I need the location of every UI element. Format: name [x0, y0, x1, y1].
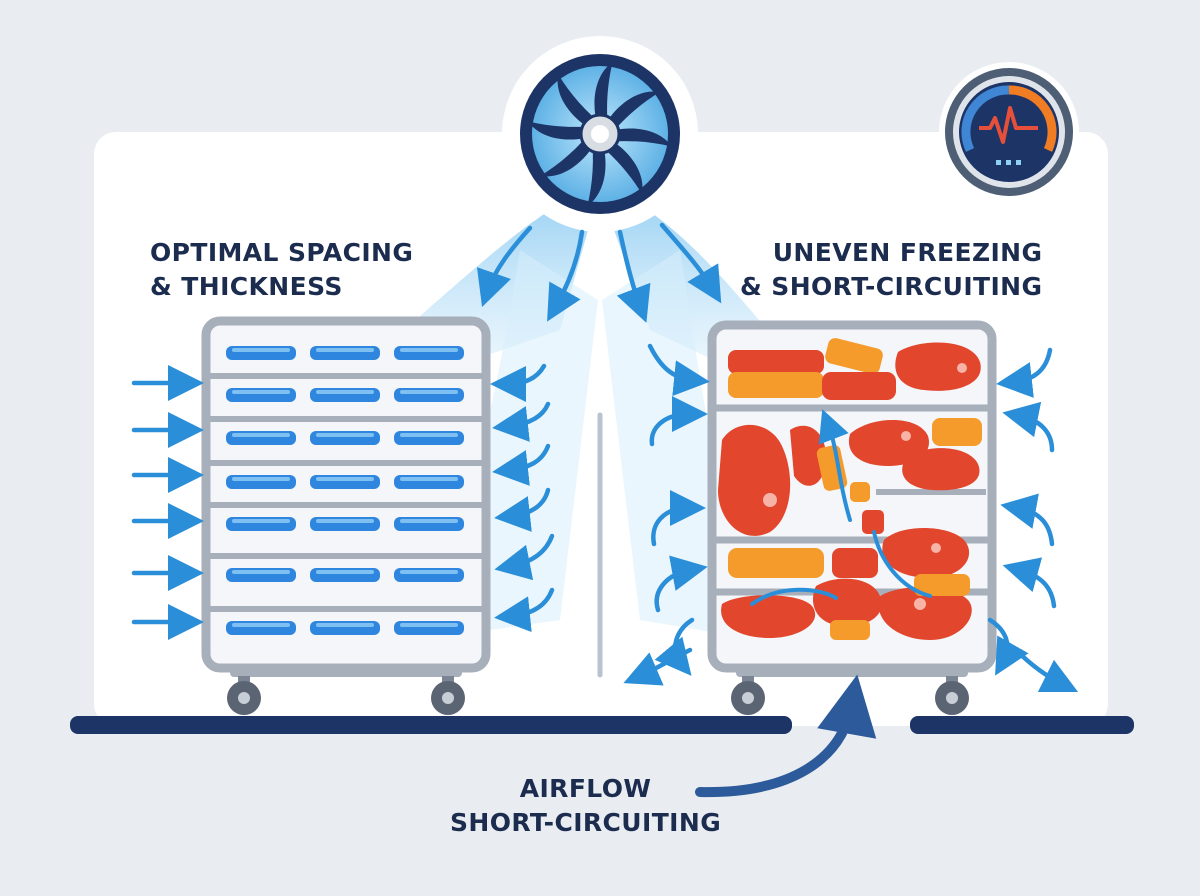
food-tray-highlight	[232, 477, 290, 481]
callout-line2: SHORT-CIRCUITING	[450, 808, 722, 837]
rack-right-wheels	[731, 676, 969, 715]
left-title-line2: & THICKNESS	[150, 272, 343, 301]
food-tray-highlight	[316, 519, 374, 523]
meat-pieces	[718, 338, 982, 640]
rack-left	[201, 316, 491, 715]
airflow-arrow	[490, 363, 547, 402]
airflow-arrow	[492, 443, 551, 486]
left-panel-title: OPTIMAL SPACING & THICKNESS	[150, 236, 413, 304]
temperature-gauge-icon	[939, 62, 1079, 202]
airflow-arrow	[651, 490, 706, 547]
airflow-arrow	[494, 533, 555, 581]
right-title-line1: UNEVEN FREEZING	[772, 238, 1043, 267]
airflow-arrow	[649, 396, 708, 447]
rack-left-wheels	[227, 676, 465, 715]
airflow-arrow	[494, 487, 551, 532]
food-tray-highlight	[232, 433, 290, 437]
food-tray-highlight	[400, 433, 458, 437]
internal-airflow	[750, 409, 932, 606]
food-tray-highlight	[316, 433, 374, 437]
airflow-arrow	[547, 229, 585, 322]
food-tray-highlight	[316, 477, 374, 481]
food-tray-highlight	[232, 623, 290, 627]
food-tray-highlight	[400, 519, 458, 523]
callout-arrow	[695, 674, 877, 798]
airflow-arrow	[996, 347, 1053, 398]
airflow-arrow	[494, 587, 555, 633]
callout-line1: AIRFLOW	[519, 774, 652, 803]
floor-left	[70, 716, 792, 734]
food-tray-highlight	[316, 348, 374, 352]
fan-icon	[520, 54, 680, 214]
airflow-arrow	[1000, 493, 1055, 547]
food-tray-highlight	[316, 570, 374, 574]
callout-label: AIRFLOW SHORT-CIRCUITING	[450, 772, 721, 840]
airflow-arrow	[492, 401, 551, 442]
food-tray-highlight	[400, 348, 458, 352]
food-tray-highlight	[232, 390, 290, 394]
food-tray-highlight	[232, 348, 290, 352]
food-tray-highlight	[400, 390, 458, 394]
airflow-arrow	[616, 229, 651, 323]
airflow-arrow	[1002, 557, 1057, 609]
food-tray-highlight	[400, 477, 458, 481]
floor-right	[910, 716, 1134, 734]
airflow-arrow	[1002, 401, 1055, 453]
airflow-arrow	[987, 617, 1029, 676]
airflow-arrow	[647, 343, 710, 397]
airflow-arrow	[476, 225, 533, 307]
left-title-line1: OPTIMAL SPACING	[150, 238, 414, 267]
airflow-arrow	[654, 617, 695, 676]
food-tray-highlight	[400, 570, 458, 574]
food-tray-highlight	[316, 390, 374, 394]
right-panel-title: UNEVEN FREEZING & SHORT-CIRCUITING	[740, 236, 1042, 304]
right-title-line2: & SHORT-CIRCUITING	[740, 272, 1043, 301]
airflow-arrow	[659, 222, 722, 304]
food-tray-highlight	[232, 570, 290, 574]
airflow-arrow	[654, 555, 708, 613]
food-tray-highlight	[316, 623, 374, 627]
food-tray-highlight	[232, 519, 290, 523]
food-tray-highlight	[400, 623, 458, 627]
